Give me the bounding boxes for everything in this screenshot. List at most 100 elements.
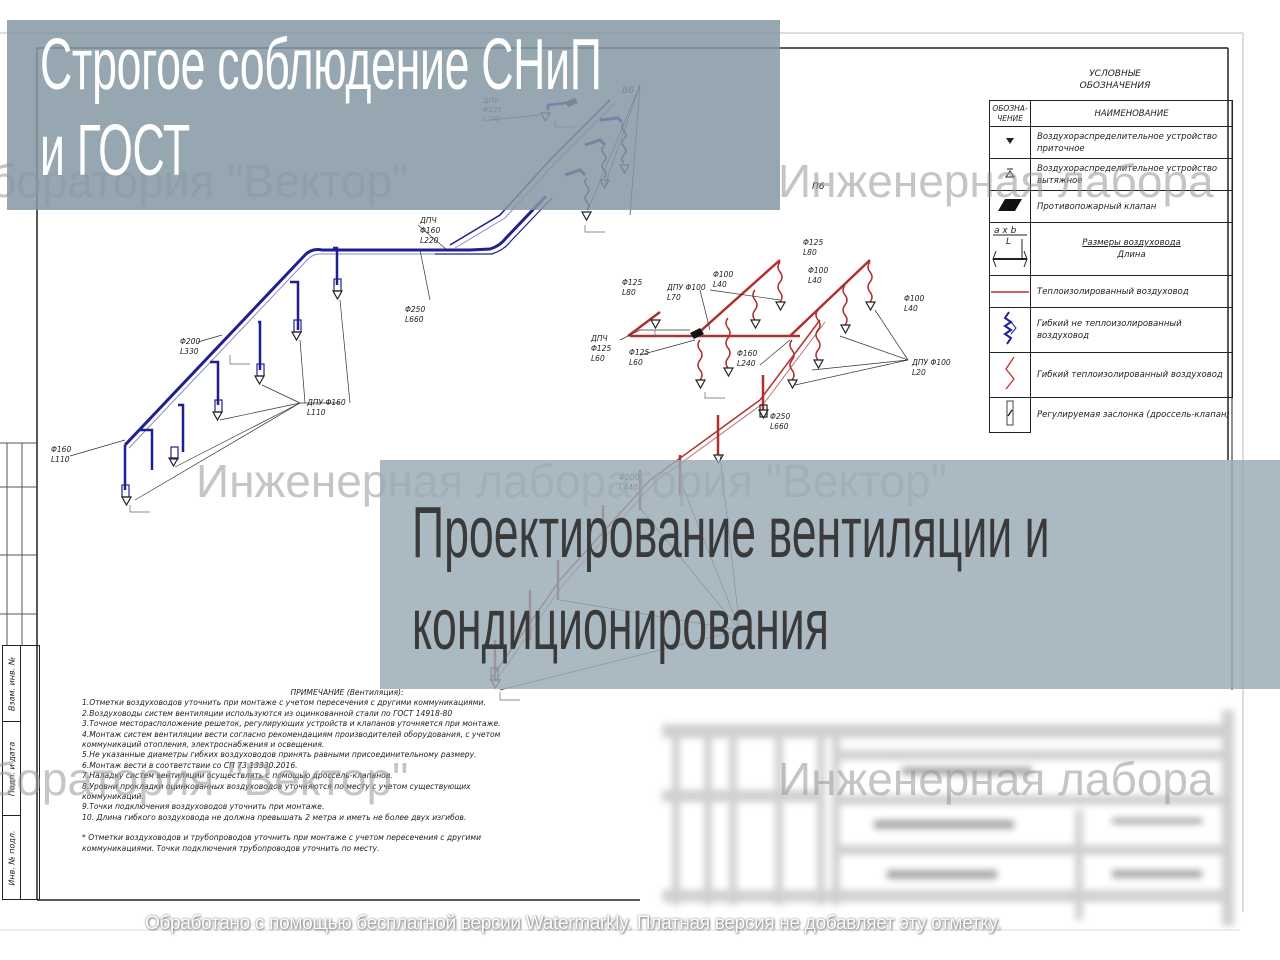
label-dpch-160-220: ДПЧ Φ160 L220 [420, 216, 440, 246]
note-item: 10. Длина гибкого воздуховода не должна … [82, 812, 467, 822]
note-item: коммуникаций. [82, 792, 144, 802]
bottom-banner [380, 460, 1280, 689]
note-item: 4.Монтаж систем вентиляции вести согласн… [82, 729, 501, 739]
watermarkly-notice: Обработано с помощью бесплатной версии W… [145, 913, 1001, 934]
note-item: 3.Точное месторасположение решеток, регу… [82, 719, 501, 729]
stamp-cell-label: Инв. № подл. [7, 830, 16, 886]
label-f125-l80-b: Φ125 L80 [803, 238, 823, 258]
duct-length-label: Длина [1117, 250, 1146, 260]
label-line: L80 [803, 248, 817, 257]
label-f100-l40-a: Φ100 L40 [713, 270, 733, 290]
label-dpu-100-l20: ДПУ Φ100 L20 [912, 358, 951, 378]
bottom-banner-line: кондиционирования [412, 585, 829, 665]
top-banner [7, 20, 780, 210]
label-dpch-125-60: ДПЧ Φ125 L60 [591, 334, 611, 364]
stamp-cell-label: Взам. инв. № [7, 656, 16, 711]
legend-row-name: Размеры воздуховода Длина [1030, 222, 1233, 276]
label-line: L80 [622, 288, 636, 297]
top-banner-line: и ГОСТ [40, 111, 190, 191]
label-line: L110 [51, 455, 70, 464]
note-item: 9.Точки подключения воздуховодов уточнит… [82, 802, 325, 812]
note-item: 2.Воздуховоды систем вентиляции использу… [82, 708, 453, 718]
label-line: L60 [629, 358, 643, 367]
notes-title: ПРИМЕЧАНИЕ (Вентиляция): [290, 688, 404, 697]
legend-row: Воздухораспределительное устройство вытя… [989, 158, 1233, 191]
label-f160-l240: Φ160 L240 [737, 349, 757, 369]
legend-row-name: Гибкий теплоизолированный воздуховод [1030, 352, 1233, 398]
stamp-cell: Взам. инв. № [3, 646, 21, 722]
label-line: L330 [180, 347, 199, 356]
label-line: Φ100 [904, 294, 925, 303]
label-line: ДПЧ [420, 216, 437, 225]
label-f160-l110: Φ160 L110 [51, 445, 71, 465]
stamp-cell: Инв. № подл. [3, 816, 21, 900]
fire-damper-icon [989, 190, 1031, 223]
legend-row: Противопожарный клапан [989, 190, 1233, 223]
label-line: Φ100 [713, 270, 734, 279]
lab-watermark: Инженерная лабора [778, 155, 1214, 207]
note-item: коммуникаций отопления, электроснабжения… [82, 740, 325, 750]
label-line: Φ160 [420, 226, 441, 235]
duct-size-label: Размеры воздуховода [1082, 238, 1181, 248]
flex-uninsulated-duct-icon [989, 307, 1031, 353]
label-line: Φ125 [622, 278, 643, 287]
label-f125-l80-a: Φ125 L80 [622, 278, 642, 298]
label-f200-l330: Φ200 L330 [180, 337, 200, 357]
label-line: ДПЧ [591, 334, 608, 343]
svg-text:a x b: a x b [994, 226, 1017, 236]
legend-title-line: ОБОЗНАЧЕНИЯ [1079, 81, 1151, 91]
label-line: Φ125 [629, 348, 650, 357]
insulated-duct-icon [989, 275, 1031, 308]
legend-title: УСЛОВНЫЕ ОБОЗНАЧЕНИЯ [1040, 68, 1190, 92]
label-line: L60 [591, 354, 605, 363]
note-footnote: коммуникациями. Точки подключения трубоп… [82, 843, 380, 853]
bottom-banner-line: Проектирование вентиляции и [412, 493, 1050, 573]
label-line: L660 [770, 422, 789, 431]
supply-diffuser-icon [989, 126, 1031, 159]
notes-block: ПРИМЕЧАНИЕ (Вентиляция): 1.Отметки возду… [82, 688, 552, 854]
throttle-damper-icon [989, 397, 1031, 433]
label-line: Φ100 [808, 266, 829, 275]
legend-row-name: Гибкий не теплоизолированный воздуховод [1030, 307, 1233, 353]
note-item: 6.Монтаж вести в соответствии со СП 73.1… [82, 760, 298, 770]
label-line: L40 [713, 280, 727, 289]
label-f125-l60: Φ125 L60 [629, 348, 649, 368]
notes-gap [82, 823, 552, 833]
legend-table: ОБОЗНА-ЧЕНИЕ НАИМЕНОВАНИЕ Воздухораспред… [989, 100, 1233, 433]
bottom-banner-text: Проектирование вентиляции и кондициониро… [412, 487, 1050, 671]
label-line: L40 [808, 276, 822, 285]
note-item: 7.Наладку систем вентиляции осуществлять… [82, 771, 393, 781]
label-line: ДПУ Φ100 [667, 283, 706, 292]
label-line: Φ250 [405, 305, 426, 314]
lab-watermark: боратория "Вектор" [0, 753, 409, 805]
note-item: 5.Не указанные диаметры гибких воздухово… [82, 750, 477, 760]
legend-row-name: Воздухораспределительное устройство вытя… [1030, 158, 1233, 191]
label-line: Φ125 [591, 344, 612, 353]
top-banner-line: Строгое соблюдение СНиП [40, 25, 602, 105]
label-line: Φ200 [180, 337, 201, 346]
label-line: L240 [737, 359, 756, 368]
label-line: L20 [912, 368, 926, 377]
label-line: L220 [420, 236, 439, 245]
label-dpu-160-l110: ДПУ Φ160 L110 [307, 398, 346, 418]
legend-row-name: Воздухораспределительное устройство прит… [1030, 126, 1233, 159]
label-line: Φ160 [51, 445, 72, 454]
legend-row: Воздухораспределительное устройство прит… [989, 126, 1233, 159]
label-dpu-100-l70: ДПУ Φ100 L70 [667, 283, 706, 303]
blurred-title-block [662, 710, 1234, 926]
label-line: Φ250 [770, 412, 791, 421]
stamp-cell: Подп. и дата [3, 722, 21, 816]
label-line: ДПУ Φ160 [307, 398, 346, 407]
lab-watermark: Инженерная лабора [778, 753, 1214, 805]
label-f100-l40-c: Φ100 L40 [904, 294, 924, 314]
legend-row: Регулируемая заслонка (дроссель-клапан) [989, 397, 1233, 433]
flex-insulated-duct-icon [989, 352, 1031, 398]
legend-title-line: УСЛОВНЫЕ [1089, 69, 1141, 79]
label-line: L70 [667, 293, 681, 302]
svg-text:L: L [1006, 237, 1011, 247]
legend-row-name: Теплоизолированный воздуховод [1030, 275, 1233, 308]
legend-row: Гибкий не теплоизолированный воздуховод [989, 307, 1233, 353]
